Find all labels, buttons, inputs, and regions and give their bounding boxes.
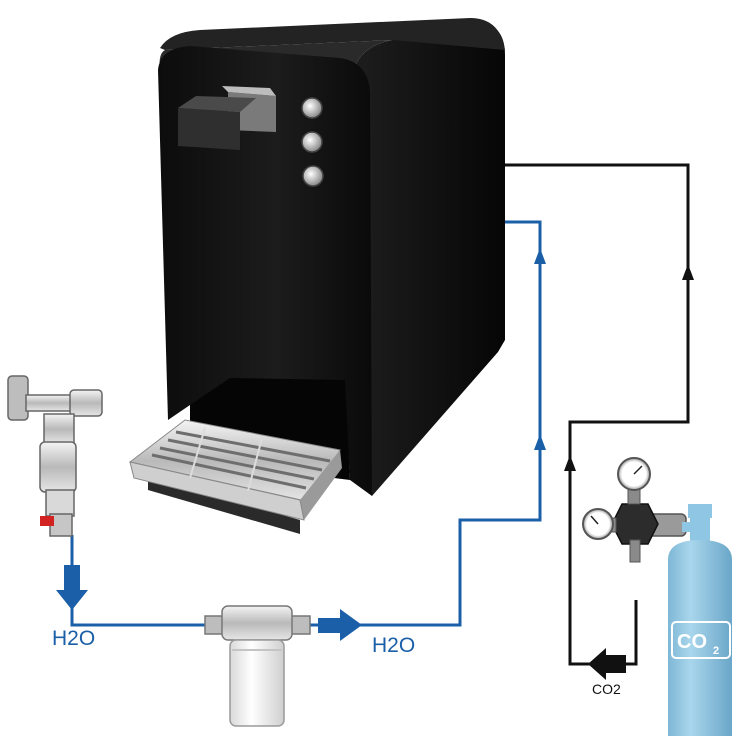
cylinder-label-sub: 2 xyxy=(713,645,719,657)
water-filter-icon xyxy=(205,606,310,726)
co2-direction-arrow xyxy=(588,648,626,680)
pressure-regulator-icon xyxy=(583,458,686,562)
dispenser-button-still xyxy=(302,98,322,118)
dispenser-button-chilled xyxy=(302,132,322,152)
co2-line-label: CO2 xyxy=(592,681,621,697)
water-right-arrow xyxy=(318,609,362,641)
dispenser-button-sparkling xyxy=(303,166,323,186)
water-outlet-label: H2O xyxy=(372,634,415,657)
water-down-arrow xyxy=(56,565,88,610)
water-dispenser-icon xyxy=(130,18,505,534)
water-inlet-label: H2O xyxy=(52,627,95,650)
water-tap-valve-icon xyxy=(8,376,102,536)
co2-cylinder-icon xyxy=(668,504,732,736)
co2-flow-arrows xyxy=(564,264,694,471)
cylinder-label-main: CO xyxy=(677,631,707,653)
co2-gas-line xyxy=(505,165,688,664)
